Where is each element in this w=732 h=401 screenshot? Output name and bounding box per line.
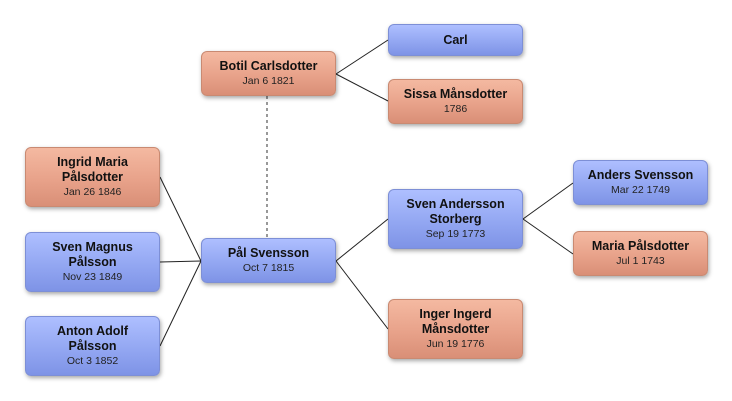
person-sven-magnus-palsson[interactable]: Sven Magnus Pålsson Nov 23 1849 bbox=[25, 232, 160, 292]
person-carl[interactable]: Carl bbox=[388, 24, 523, 56]
person-name: Sissa Månsdotter bbox=[403, 87, 508, 101]
person-sissa-mansdotter[interactable]: Sissa Månsdotter 1786 bbox=[388, 79, 523, 124]
person-name: Sven Andersson Storberg bbox=[406, 197, 505, 226]
person-name: Botil Carlsdotter bbox=[219, 59, 318, 73]
person-name: Anders Svensson bbox=[587, 168, 694, 182]
connector-anton-pal bbox=[159, 260, 202, 347]
person-date: Nov 23 1849 bbox=[62, 271, 123, 283]
connector-pal-inger bbox=[335, 260, 389, 330]
person-date: Jun 19 1776 bbox=[426, 338, 485, 350]
person-date: Jan 6 1821 bbox=[242, 75, 295, 87]
connector-botil-sissa bbox=[335, 73, 389, 102]
person-date: Jul 1 1743 bbox=[616, 255, 665, 267]
person-name: Anton Adolf Pålsson bbox=[56, 324, 129, 353]
person-anton-adolf-palsson[interactable]: Anton Adolf Pålsson Oct 3 1852 bbox=[25, 316, 160, 376]
connector-pal-sven-storberg bbox=[335, 218, 389, 262]
connector-ingrid-pal bbox=[159, 176, 202, 262]
person-name: Inger Ingerd Månsdotter bbox=[419, 307, 492, 336]
connector-storberg-anders bbox=[522, 182, 574, 220]
person-ingrid-maria-palsdotter[interactable]: Ingrid Maria Pålsdotter Jan 26 1846 bbox=[25, 147, 160, 207]
person-name: Sven Magnus Pålsson bbox=[52, 240, 133, 269]
person-date: Mar 22 1749 bbox=[611, 184, 670, 196]
person-date: Oct 3 1852 bbox=[66, 355, 119, 367]
connector-storberg-maria bbox=[522, 218, 574, 255]
person-name: Pål Svensson bbox=[227, 246, 310, 260]
person-inger-ingerd-mansdotter[interactable]: Inger Ingerd Månsdotter Jun 19 1776 bbox=[388, 299, 523, 359]
connector-sven-magnus-pal bbox=[159, 260, 202, 263]
person-date: Sep 19 1773 bbox=[425, 228, 486, 240]
person-name: Carl bbox=[443, 32, 468, 47]
person-botil-carlsdotter[interactable]: Botil Carlsdotter Jan 6 1821 bbox=[201, 51, 336, 96]
person-anders-svensson[interactable]: Anders Svensson Mar 22 1749 bbox=[573, 160, 708, 205]
person-maria-palsdotter[interactable]: Maria Pålsdotter Jul 1 1743 bbox=[573, 231, 708, 276]
person-name: Maria Pålsdotter bbox=[591, 239, 690, 253]
person-date: Oct 7 1815 bbox=[242, 262, 295, 274]
person-sven-andersson-storberg[interactable]: Sven Andersson Storberg Sep 19 1773 bbox=[388, 189, 523, 249]
person-date: Jan 26 1846 bbox=[63, 186, 122, 198]
connector-botil-carl bbox=[335, 39, 389, 75]
person-pal-svensson[interactable]: Pål Svensson Oct 7 1815 bbox=[201, 238, 336, 283]
person-name: Ingrid Maria Pålsdotter bbox=[57, 155, 128, 184]
person-date: 1786 bbox=[443, 103, 468, 115]
